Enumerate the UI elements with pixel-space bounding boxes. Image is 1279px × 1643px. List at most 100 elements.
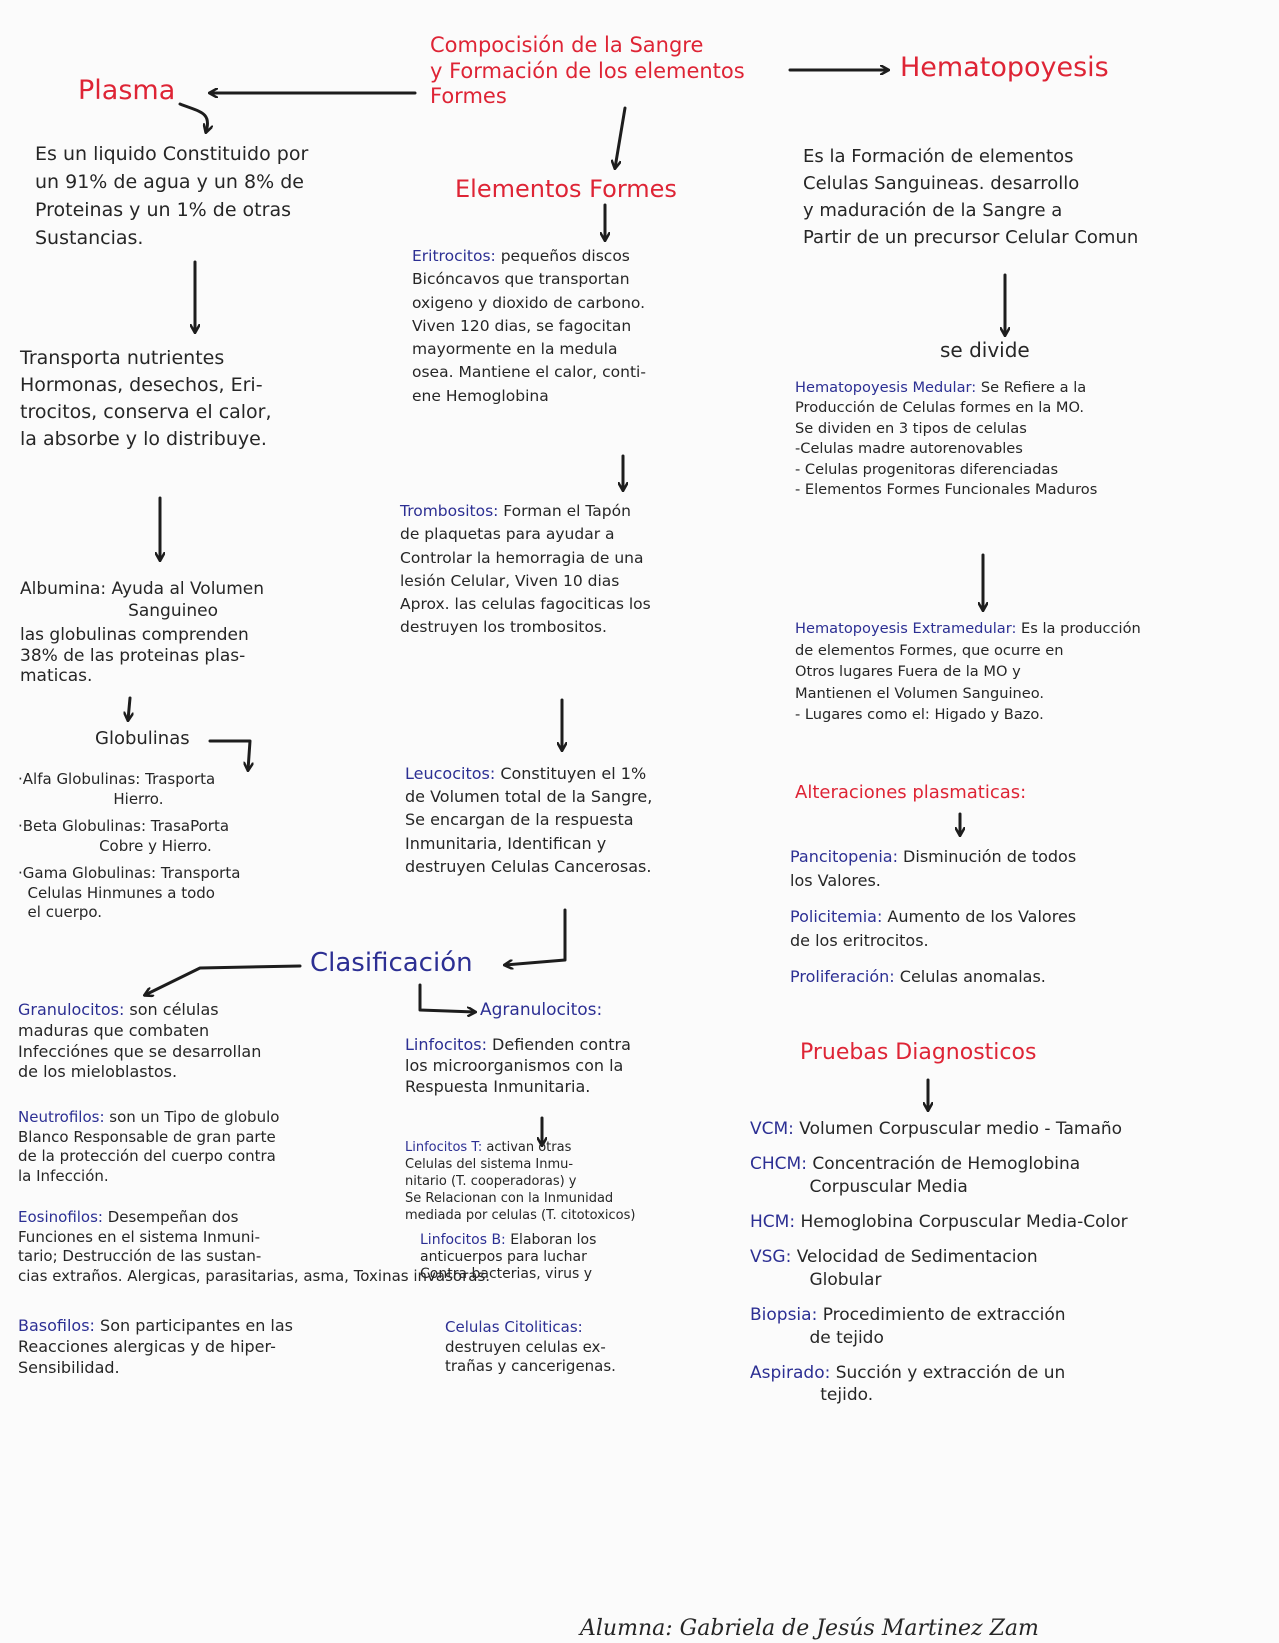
- leucocitos-term: Leucocitos:: [405, 764, 496, 783]
- alteracion-item: Policitemia: Aumento de los Valores de l…: [790, 905, 1250, 953]
- prueba-text: Hemoglobina Corpuscular Media-Color: [795, 1211, 1128, 1232]
- eosinofilos-entry: Eosinofilos: Desempeñan dos Funciones en…: [18, 1208, 738, 1286]
- elementos-heading: Elementos Formes: [455, 175, 677, 203]
- globulina-item-gama: ·Gama Globulinas: Transporta Celulas Hin…: [18, 864, 240, 923]
- linfocitos-b-text: Elaboran los anticuerpos para luchar Con…: [420, 1232, 597, 1283]
- prueba-item: CHCM: Concentración de Hemoglobina Corpu…: [750, 1153, 1270, 1199]
- alteracion-term: Proliferación:: [790, 967, 895, 986]
- prueba-item: VSG: Velocidad de Sedimentacion Globular: [750, 1246, 1270, 1292]
- hematopoyesis-medular: Hematopoyesis Medular: Se Refiere a la P…: [795, 378, 1097, 501]
- prueba-text: Succión y extracción de un tejido.: [820, 1362, 1066, 1406]
- alteracion-text: Disminución de todos los Valores.: [790, 847, 1077, 890]
- basofilos-text: Son participantes en las Reacciones aler…: [18, 1316, 294, 1377]
- prueba-text: Procedimiento de extracción de tejido: [809, 1304, 1066, 1348]
- citoliticas-text: destruyen celulas ex- trañas y cancerige…: [445, 1337, 616, 1376]
- globulina-text: Trasporta Hierro.: [113, 770, 216, 808]
- basofilos-entry: Basofilos: Son participantes en las Reac…: [18, 1316, 293, 1378]
- leucocitos-entry: Leucocitos: Constituyen el 1% de Volumen…: [405, 762, 652, 878]
- prueba-text: Volumen Corpuscular medio - Tamaño: [793, 1119, 1123, 1139]
- granulocitos-term: Granulocitos:: [18, 1000, 125, 1019]
- globulina-text: Transporta Celulas Hinmunes a todo el cu…: [27, 864, 241, 921]
- leucocitos-text: Constituyen el 1% de Volumen total de la…: [405, 764, 653, 876]
- arrow-leucocitos-to-clasificacion: [505, 908, 567, 965]
- prueba-text: Concentración de Hemoglobina Corpuscular…: [809, 1153, 1081, 1197]
- linfocitos-b-entry: Linfocitos B: Elaboran los anticuerpos p…: [420, 1232, 596, 1283]
- linfocitos-t-text: activan otras Celulas del sistema Inmu- …: [405, 1140, 636, 1223]
- plasma-description: Es un liquido Constituido por un 91% de …: [35, 143, 309, 250]
- alteracion-item: Pancitopenia: Disminución de todos los V…: [790, 845, 1250, 893]
- arrow-plasma-hook: [178, 102, 208, 132]
- medular-term: Hematopoyesis Medular:: [795, 379, 977, 396]
- globulinas-intro: las globulinas comprenden 38% de las pro…: [20, 625, 249, 687]
- prueba-term: VSG:: [750, 1246, 792, 1267]
- albumina-text: Ayuda al Volumen Sanguineo: [111, 579, 264, 622]
- basofilos-term: Basofilos:: [18, 1316, 95, 1335]
- globulina-item-alfa: ·Alfa Globulinas: Trasporta Hierro.: [18, 770, 240, 809]
- alteracion-text: Celulas anomalas.: [894, 967, 1046, 986]
- prueba-term: HCM:: [750, 1211, 796, 1232]
- linfocitos-entry: Linfocitos: Defienden contra los microor…: [405, 1035, 631, 1097]
- linfocitos-t-entry: Linfocitos T: activan otras Celulas del …: [405, 1140, 635, 1224]
- medular-text: Se Refiere a la Producción de Celulas fo…: [795, 379, 1098, 499]
- prueba-item: HCM: Hemoglobina Corpuscular Media-Color: [750, 1211, 1270, 1234]
- prueba-item: Biopsia: Procedimiento de extracción de …: [750, 1304, 1270, 1350]
- trombositos-term: Trombositos:: [400, 502, 499, 520]
- alteracion-term: Pancitopenia:: [790, 847, 898, 866]
- globulina-term: ·Gama Globulinas:: [18, 864, 157, 882]
- trombositos-entry: Trombositos: Forman el Tapón de plaqueta…: [400, 500, 651, 640]
- alteracion-term: Policitemia:: [790, 907, 883, 926]
- pruebas-heading: Pruebas Diagnosticos: [800, 1040, 1037, 1065]
- hematopoyesis-heading: Hematopoyesis: [900, 52, 1109, 83]
- plasma-heading: Plasma: [78, 75, 176, 106]
- globulina-text: TrasaPorta Cobre y Hierro.: [99, 817, 230, 855]
- alteracion-text: Aumento de los Valores de los eritrocito…: [790, 907, 1077, 950]
- albumina-entry: Albumina: Ayuda al Volumen Sanguineo: [20, 578, 264, 622]
- page-title: Compocisión de la Sangre y Formación de …: [430, 33, 745, 109]
- extramedular-text: Es la producción de elementos Formes, qu…: [795, 620, 1141, 724]
- arrow-globulinas-intro: [128, 696, 130, 720]
- alteraciones-heading: Alteraciones plasmaticas:: [795, 782, 1027, 803]
- arrow-globulinas-list: [208, 739, 250, 770]
- hematopoyesis-description: Es la Formación de elementos Celulas San…: [803, 146, 1139, 248]
- extramedular-term: Hematopoyesis Extramedular:: [795, 620, 1017, 637]
- prueba-item: VCM: Volumen Corpuscular medio - Tamaño: [750, 1118, 1270, 1141]
- signature: Alumna: Gabriela de Jesús Martinez Zam: [580, 1616, 1039, 1641]
- prueba-term: CHCM:: [750, 1153, 807, 1174]
- citoliticas-entry: Celulas Citoliticas: destruyen celulas e…: [445, 1318, 616, 1377]
- citoliticas-term: Celulas Citoliticas:: [445, 1318, 583, 1336]
- prueba-term: VCM:: [750, 1119, 794, 1139]
- granulocitos-text: son células maduras que combaten Infecci…: [18, 1000, 262, 1082]
- eritrocitos-entry: Eritrocitos: pequeños discos Bicóncavos …: [412, 245, 646, 408]
- neutrofilos-entry: Neutrofilos: son un Tipo de globulo Blan…: [18, 1108, 279, 1186]
- linfocitos-term: Linfocitos:: [405, 1035, 487, 1054]
- globulinas-heading: Globulinas: [95, 728, 190, 749]
- trombositos-text: Forman el Tapón de plaquetas para ayudar…: [400, 502, 651, 637]
- globulina-term: ·Alfa Globulinas:: [18, 770, 141, 788]
- granulocitos-entry: Granulocitos: son células maduras que co…: [18, 1000, 261, 1083]
- pruebas-list: VCM: Volumen Corpuscular medio - Tamaño …: [750, 1118, 1270, 1407]
- hematopoyesis-extramedular: Hematopoyesis Extramedular: Es la produc…: [795, 618, 1141, 726]
- se-divide-label: se divide: [940, 338, 1030, 362]
- plasma-transport: Transporta nutrientes Hormonas, desechos…: [20, 347, 272, 450]
- globulinas-list: ·Alfa Globulinas: Trasporta Hierro. ·Bet…: [18, 770, 240, 923]
- prueba-item: Aspirado: Succión y extracción de un tej…: [750, 1362, 1270, 1408]
- eritrocitos-text: pequeños discos Bicóncavos que transport…: [412, 247, 646, 405]
- neutrofilos-term: Neutrofilos:: [18, 1108, 105, 1126]
- prueba-text: Velocidad de Sedimentacion Globular: [796, 1246, 1038, 1290]
- albumina-term: Albumina:: [20, 579, 107, 599]
- linfocitos-text: Defienden contra los microorganismos con…: [405, 1035, 631, 1096]
- globulina-item-beta: ·Beta Globulinas: TrasaPorta Cobre y Hie…: [18, 817, 240, 856]
- arrow-clasificacion-to-granulocitos: [145, 964, 302, 995]
- agranulocitos-heading: Agranulocitos:: [480, 1000, 603, 1020]
- linfocitos-b-term: Linfocitos B:: [420, 1232, 506, 1248]
- neutrofilos-text: son un Tipo de globulo Blanco Responsabl…: [18, 1108, 280, 1185]
- arrow-title-to-elementos: [615, 106, 627, 168]
- alteraciones-list: Pancitopenia: Disminución de todos los V…: [790, 845, 1250, 989]
- arrow-clasificacion-to-agranulocitos: [418, 983, 475, 1012]
- clasificacion-heading: Clasificación: [310, 948, 473, 978]
- linfocitos-t-term: Linfocitos T:: [405, 1140, 483, 1155]
- globulina-term: ·Beta Globulinas:: [18, 817, 147, 835]
- eosinofilos-term: Eosinofilos:: [18, 1208, 103, 1226]
- alteracion-item: Proliferación: Celulas anomalas.: [790, 965, 1250, 989]
